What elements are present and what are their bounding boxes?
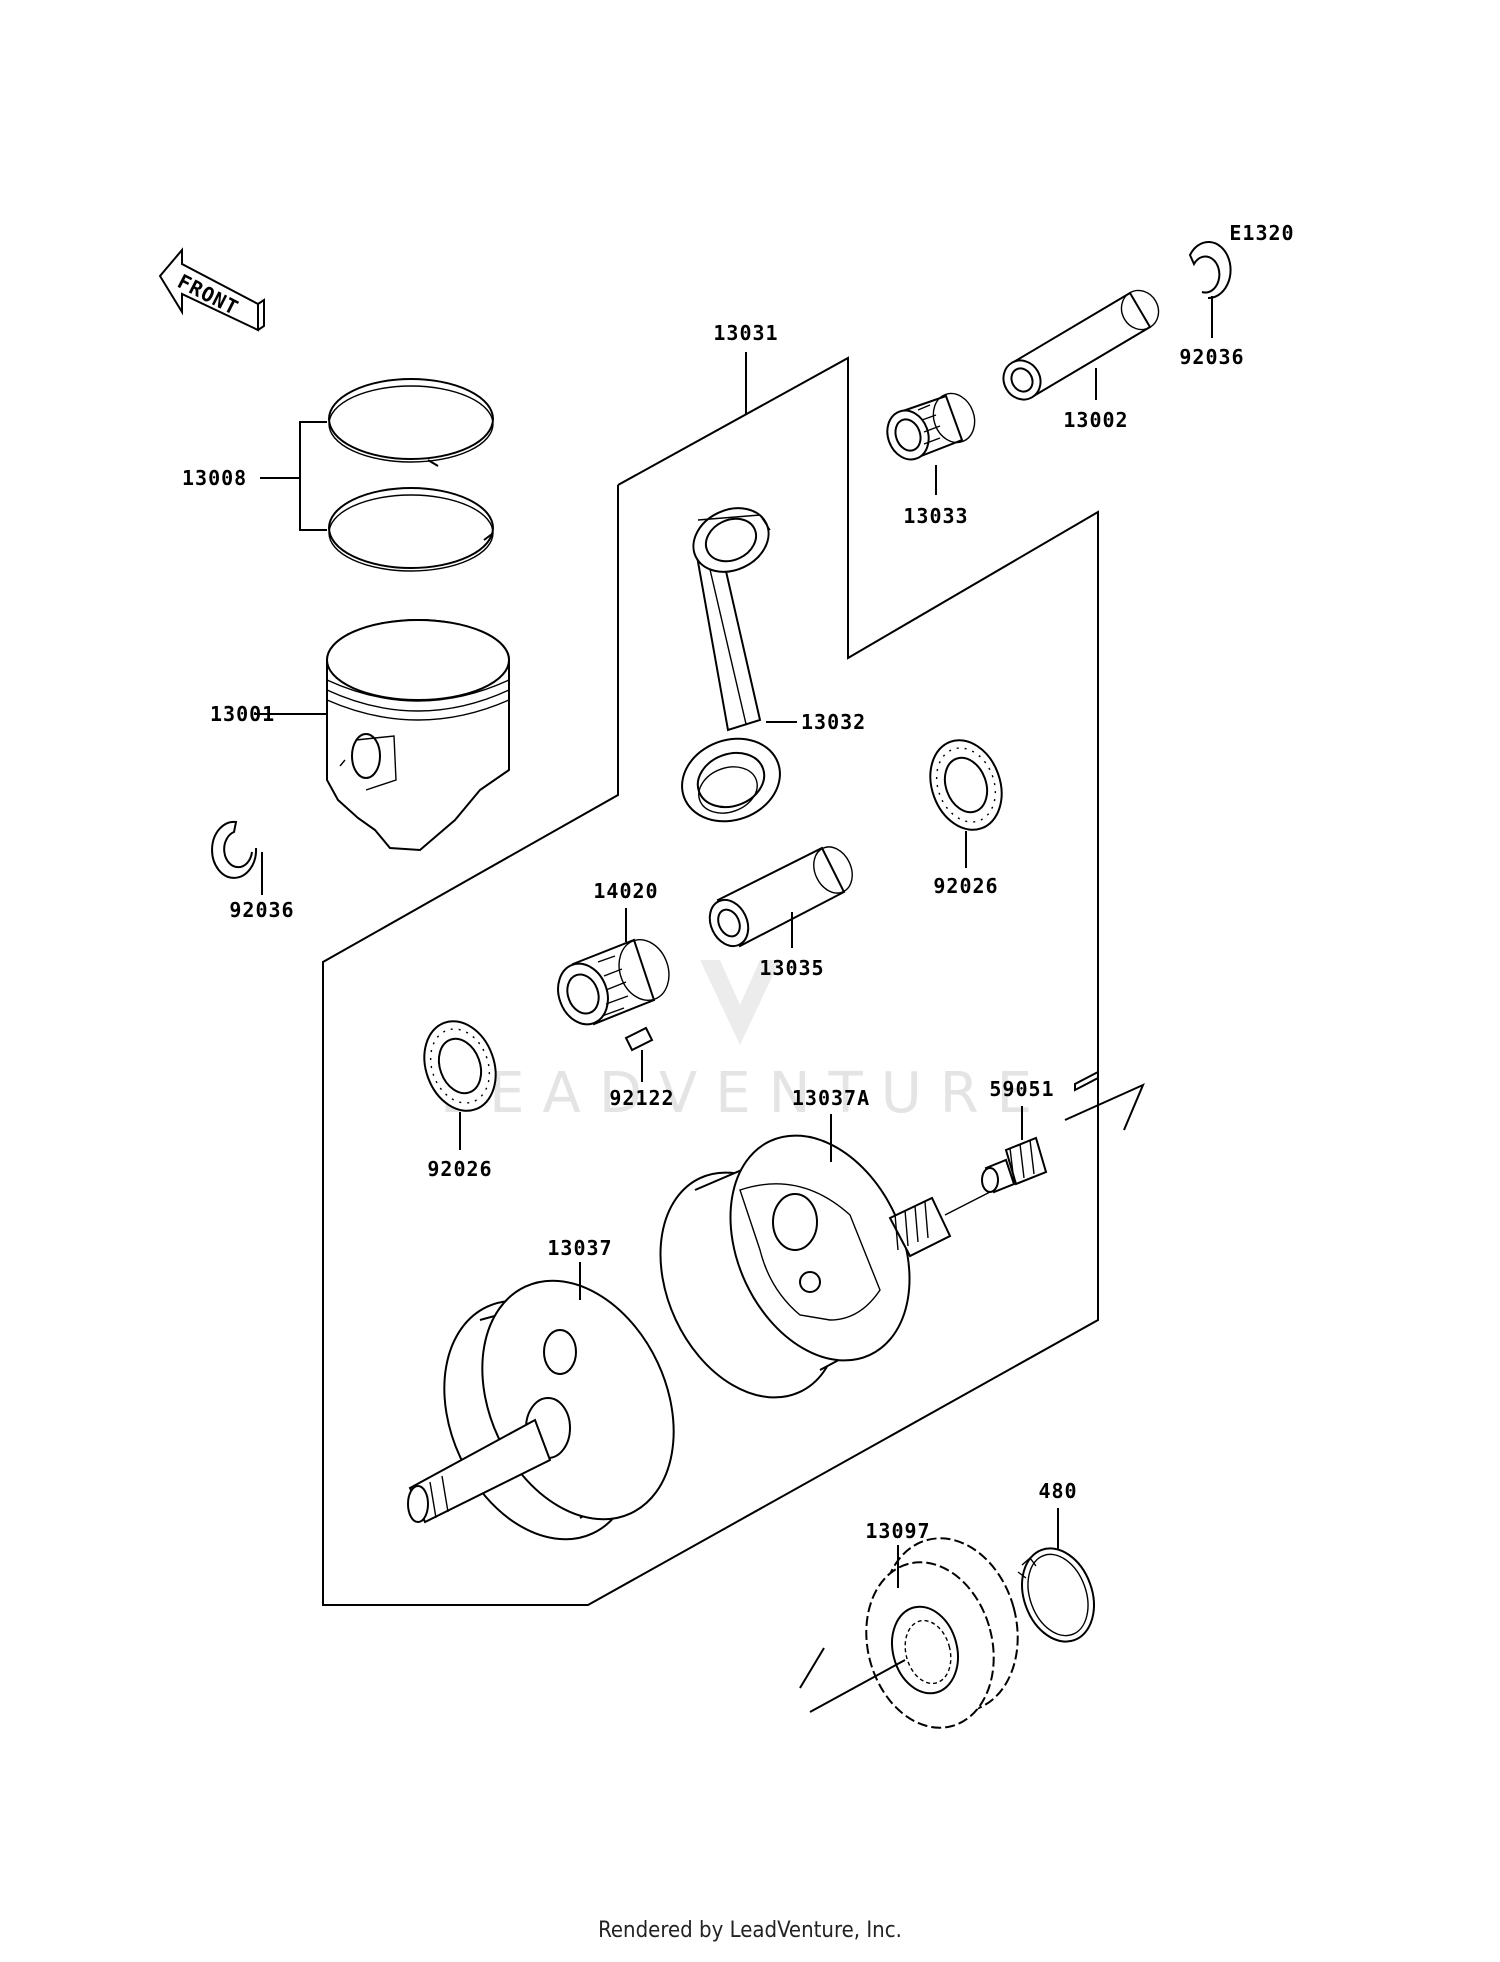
gear-shaft-break xyxy=(799,1647,906,1713)
part-13008-label: 13008 xyxy=(182,466,247,490)
primary-gear xyxy=(865,1537,1019,1729)
part-92036-right-label: 92036 xyxy=(1179,345,1244,369)
circlip-right xyxy=(1188,241,1232,300)
part-13037A-label: 13037A xyxy=(792,1086,870,1110)
snap-ring xyxy=(1017,1547,1095,1643)
diagram-code: E1320 xyxy=(1229,221,1294,245)
footer-credit: Rendered by LeadVenture, Inc. xyxy=(598,1918,902,1943)
watermark-text: LEADVENTURE xyxy=(440,1061,1050,1126)
part-13031-label: 13031 xyxy=(713,321,778,345)
crank-pin xyxy=(708,846,853,948)
part-13001-label: 13001 xyxy=(210,702,275,726)
shaft-break-mark xyxy=(1064,1083,1145,1131)
part-92026-right-label: 92026 xyxy=(933,874,998,898)
part-480-label: 480 xyxy=(1038,1479,1077,1503)
part-13032-label: 13032 xyxy=(801,710,866,734)
part-14020-label: 14020 xyxy=(593,879,658,903)
dowel-pin xyxy=(624,1026,654,1052)
part-92036-left-label: 92036 xyxy=(229,898,294,922)
leader-13008 xyxy=(260,421,327,531)
crankshaft-right-half xyxy=(659,1134,991,1399)
part-59051-label: 59051 xyxy=(989,1077,1054,1101)
part-13002-label: 13002 xyxy=(1063,408,1128,432)
part-13097-label: 13097 xyxy=(865,1519,930,1543)
crankshaft-left-half xyxy=(407,1279,675,1541)
piston xyxy=(326,619,510,852)
pump-drive-gear xyxy=(981,1136,1048,1194)
part-13035-label: 13035 xyxy=(759,956,824,980)
part-92122-label: 92122 xyxy=(609,1086,674,1110)
connecting-rod xyxy=(681,507,781,823)
front-arrow-icon: FRONT xyxy=(158,247,265,332)
piston-pin xyxy=(1002,289,1160,401)
thrust-washer-right xyxy=(929,739,1003,831)
part-13037-label: 13037 xyxy=(547,1236,612,1260)
big-end-bearing xyxy=(557,938,670,1026)
piston-rings xyxy=(328,378,494,572)
small-end-bearing xyxy=(886,392,976,461)
part-13033-label: 13033 xyxy=(903,504,968,528)
thrust-washer-left xyxy=(423,1020,497,1112)
leadventure-watermark: LEADVENTURE xyxy=(440,960,1050,1126)
part-92026-left-label: 92026 xyxy=(427,1157,492,1181)
circlip-left xyxy=(211,820,258,879)
